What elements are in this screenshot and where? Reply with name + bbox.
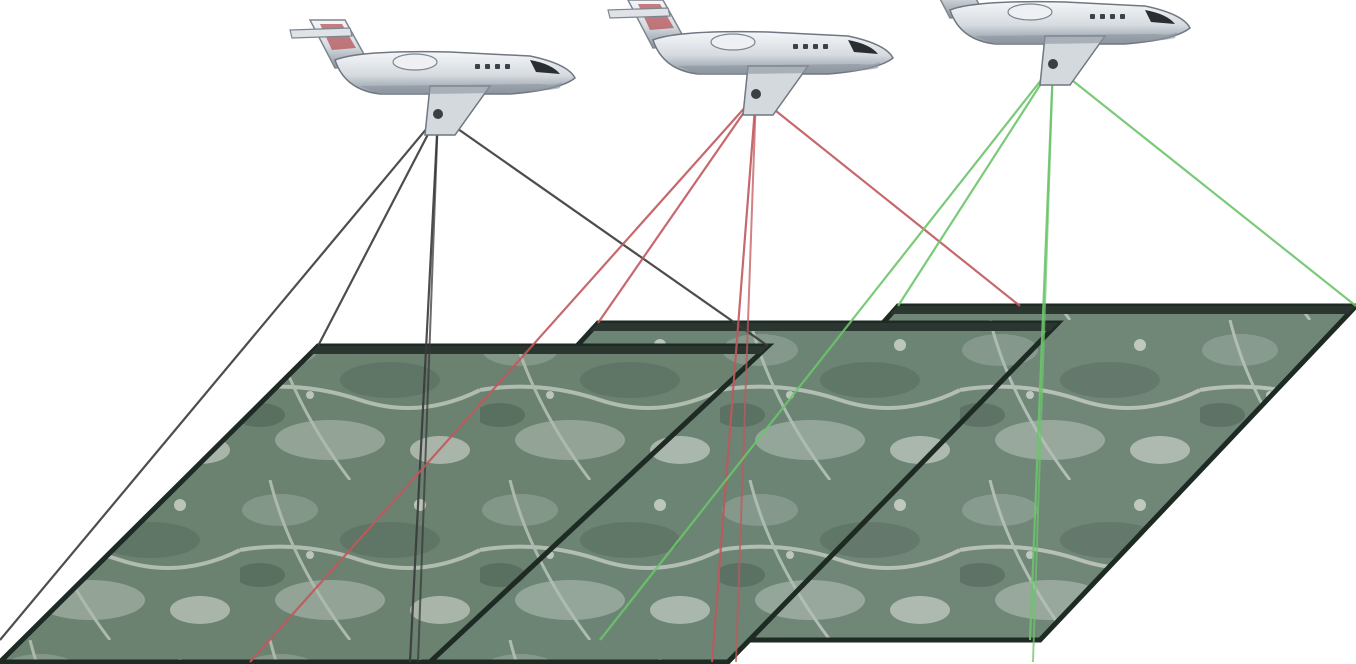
nadir-ray <box>735 94 757 663</box>
camera-ray <box>897 64 1054 307</box>
camera-ray <box>0 114 439 641</box>
camera-ray <box>408 114 440 663</box>
cabin-window <box>813 44 818 49</box>
aerial-photo-1 <box>0 343 775 664</box>
aerial-photo-3-frame-strip <box>890 306 1356 314</box>
cockpit-window <box>848 40 878 54</box>
photos-layer <box>0 303 1356 664</box>
camera-ray <box>249 94 757 663</box>
cabin-window <box>1100 14 1105 19</box>
belly <box>678 62 880 74</box>
belly <box>975 32 1177 44</box>
cockpit-window <box>530 60 560 74</box>
camera-rays-3 <box>599 64 1356 663</box>
rays-layer <box>0 64 1356 663</box>
aerial-photo-1-frame-strip <box>310 346 768 354</box>
camera-rays-1 <box>0 114 769 663</box>
cabin-window <box>475 64 480 69</box>
cabin-window <box>823 44 828 49</box>
camera-icon <box>751 89 761 99</box>
stabilizer <box>289 27 353 39</box>
nadir-ray <box>417 114 439 663</box>
camera-ray <box>755 94 1021 307</box>
cabin-window <box>485 64 490 69</box>
aerial-photo-1-image <box>0 346 768 662</box>
stabilizer <box>607 7 671 19</box>
camera-icon <box>433 109 443 119</box>
belly <box>360 82 562 94</box>
cabin-window <box>1110 14 1115 19</box>
camera-ray <box>317 114 439 347</box>
aerial-photo-1-tint <box>0 346 768 662</box>
camera-ray <box>599 64 1054 641</box>
camera-rays-2 <box>249 94 1021 663</box>
jet-aircraft-icon <box>289 19 576 136</box>
cabin-window <box>1120 14 1125 19</box>
camera-ray <box>597 94 757 324</box>
aerial-photo-2-frame-strip <box>590 323 1058 331</box>
cabin-window <box>495 64 500 69</box>
engine-pod <box>1007 3 1053 21</box>
camera-ray <box>437 114 769 347</box>
camera-icon <box>1048 59 1058 69</box>
cabin-window <box>793 44 798 49</box>
jet-aircraft-icon <box>939 0 1191 86</box>
jet-aircraft-icon <box>607 0 894 116</box>
aircraft-layer <box>289 0 1191 136</box>
camera-ray <box>1052 64 1356 307</box>
cabin-window <box>505 64 510 69</box>
cockpit-window <box>1145 10 1175 24</box>
cabin-window <box>1090 14 1095 19</box>
camera-ray <box>710 94 758 663</box>
engine-pod <box>392 53 438 71</box>
cabin-window <box>803 44 808 49</box>
nadir-ray <box>1032 64 1054 663</box>
engine-pod <box>710 33 756 51</box>
